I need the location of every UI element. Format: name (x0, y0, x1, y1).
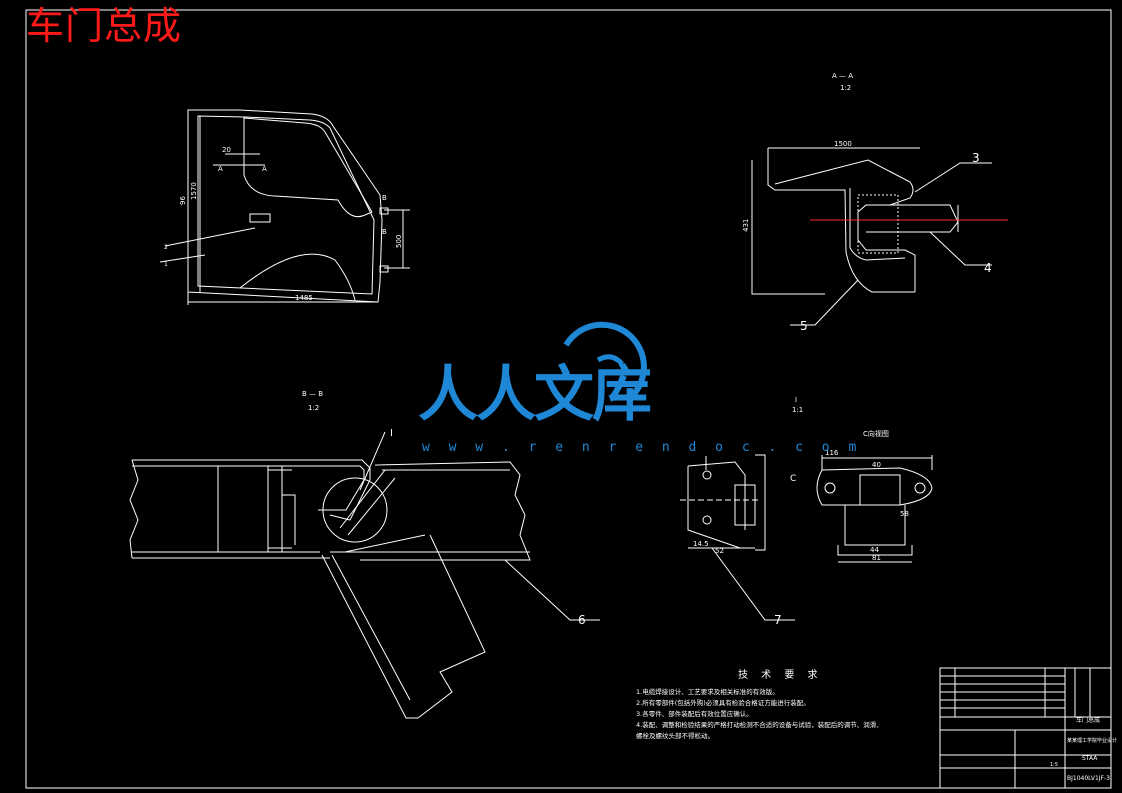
dim-door-left: 96 (179, 196, 187, 205)
watermark-brand: 人人文库 (418, 360, 652, 430)
title-block (939, 667, 1112, 789)
aa-width-dim: 1500 (834, 140, 852, 148)
drawing-frame (25, 9, 1112, 789)
c-view-label: C向视图 (863, 429, 889, 438)
c-dim-top: 116 (825, 449, 839, 457)
hinge-dim-side: 14.5 (693, 540, 709, 548)
aa-scale: 1:2 (840, 84, 851, 92)
callout-4: 4 (984, 261, 992, 275)
callout-1: 1 (164, 261, 168, 268)
technical-requirement-line: 3.各零件、部件装配后有效位置应确认。 (636, 710, 753, 718)
dim-door-height: 1570 (190, 182, 198, 200)
c-dim-inner: 40 (872, 461, 881, 469)
bb-label: B — B (302, 390, 323, 398)
section-mark-b-top: B (382, 194, 387, 202)
c-direction-view (816, 455, 933, 563)
tb-material: STAA (1082, 755, 1098, 762)
callout-5: 5 (800, 319, 808, 333)
section-mark-b-mid: B (382, 228, 387, 236)
tb-scale: 1:5 (1050, 762, 1058, 768)
c-dim-side: 58 (900, 510, 909, 518)
section-bb-view (129, 459, 531, 719)
bb-scale: 1:2 (308, 404, 319, 412)
technical-requirement-line: 2.所有零部件(包括外购)必须具有检验合格证方能进行装配。 (636, 699, 810, 707)
aa-label: A — A (832, 72, 853, 80)
technical-requirement-line: 螺栓及螺纹头部不得松动。 (636, 732, 714, 740)
hinge-dim-bottom: 52 (715, 547, 724, 555)
watermark-url: w w w . r e n r e n d o c . c o m (422, 440, 862, 455)
c-dim-bottom-inner: 44 (870, 546, 879, 554)
dim-door-width: 1485 (295, 294, 313, 302)
tb-drawing-name: 车门总成 (1076, 716, 1100, 724)
dim-small: 20 (222, 146, 231, 154)
callout-i: I (390, 428, 393, 439)
technical-requirement-line: 4.装配、调整和检验结果的严格打动检测不合适的设备与试验，装配后的调节、润滑、 (636, 721, 883, 729)
detail-i-scale: 1:1 (792, 406, 803, 414)
callout-7: 7 (774, 613, 782, 627)
hinge-view (680, 454, 766, 551)
technical-requirements-heading: 技 术 要 求 (738, 670, 823, 681)
section-mark-a-right: A (262, 165, 267, 173)
section-mark-a-left: A (218, 165, 223, 173)
c-dim-bottom: 81 (872, 554, 881, 562)
tb-school: 某某理工学院毕业设计 (1067, 737, 1117, 744)
section-aa-view (751, 147, 959, 295)
callout-2: 2 (164, 244, 168, 251)
dim-handle: 500 (395, 235, 403, 248)
hinge-c-mark: C (790, 474, 796, 484)
door-elevation-view (159, 109, 410, 305)
technical-requirement-line: 1.电缆焊接设计、工艺要求及相关标准的有效版。 (636, 688, 779, 696)
detail-i-label: I (795, 396, 797, 404)
callout-6: 6 (578, 613, 586, 627)
tb-drawing-no: BJ1040LV1JF-3 (1067, 775, 1110, 782)
page-title: 车门总成 (26, 4, 183, 48)
aa-height-dim: 431 (742, 219, 750, 232)
watermark-logo-icon (563, 321, 647, 401)
callout-leaders (359, 162, 992, 621)
callout-3: 3 (972, 151, 980, 165)
